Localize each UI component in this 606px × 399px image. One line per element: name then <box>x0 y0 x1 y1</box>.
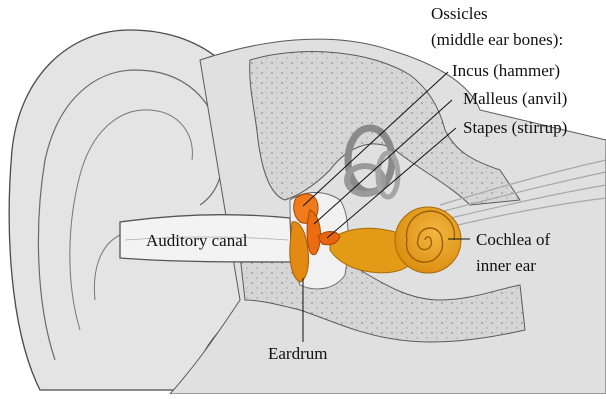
ossicles-label-line1: Ossicles <box>431 4 488 24</box>
stapes-label: Stapes (stirrup) <box>463 118 567 138</box>
incus-label: Incus (hammer) <box>452 61 560 81</box>
cochlea-label-line2: inner ear <box>476 256 536 276</box>
auditory-canal-label: Auditory canal <box>146 231 248 251</box>
cochlea-snail <box>395 207 461 273</box>
eardrum-label: Eardrum <box>268 344 327 364</box>
ossicles-label-line2: (middle ear bones): <box>431 30 563 50</box>
cochlea-label-line1: Cochlea of <box>476 230 550 250</box>
malleus-label: Malleus (anvil) <box>463 89 567 109</box>
